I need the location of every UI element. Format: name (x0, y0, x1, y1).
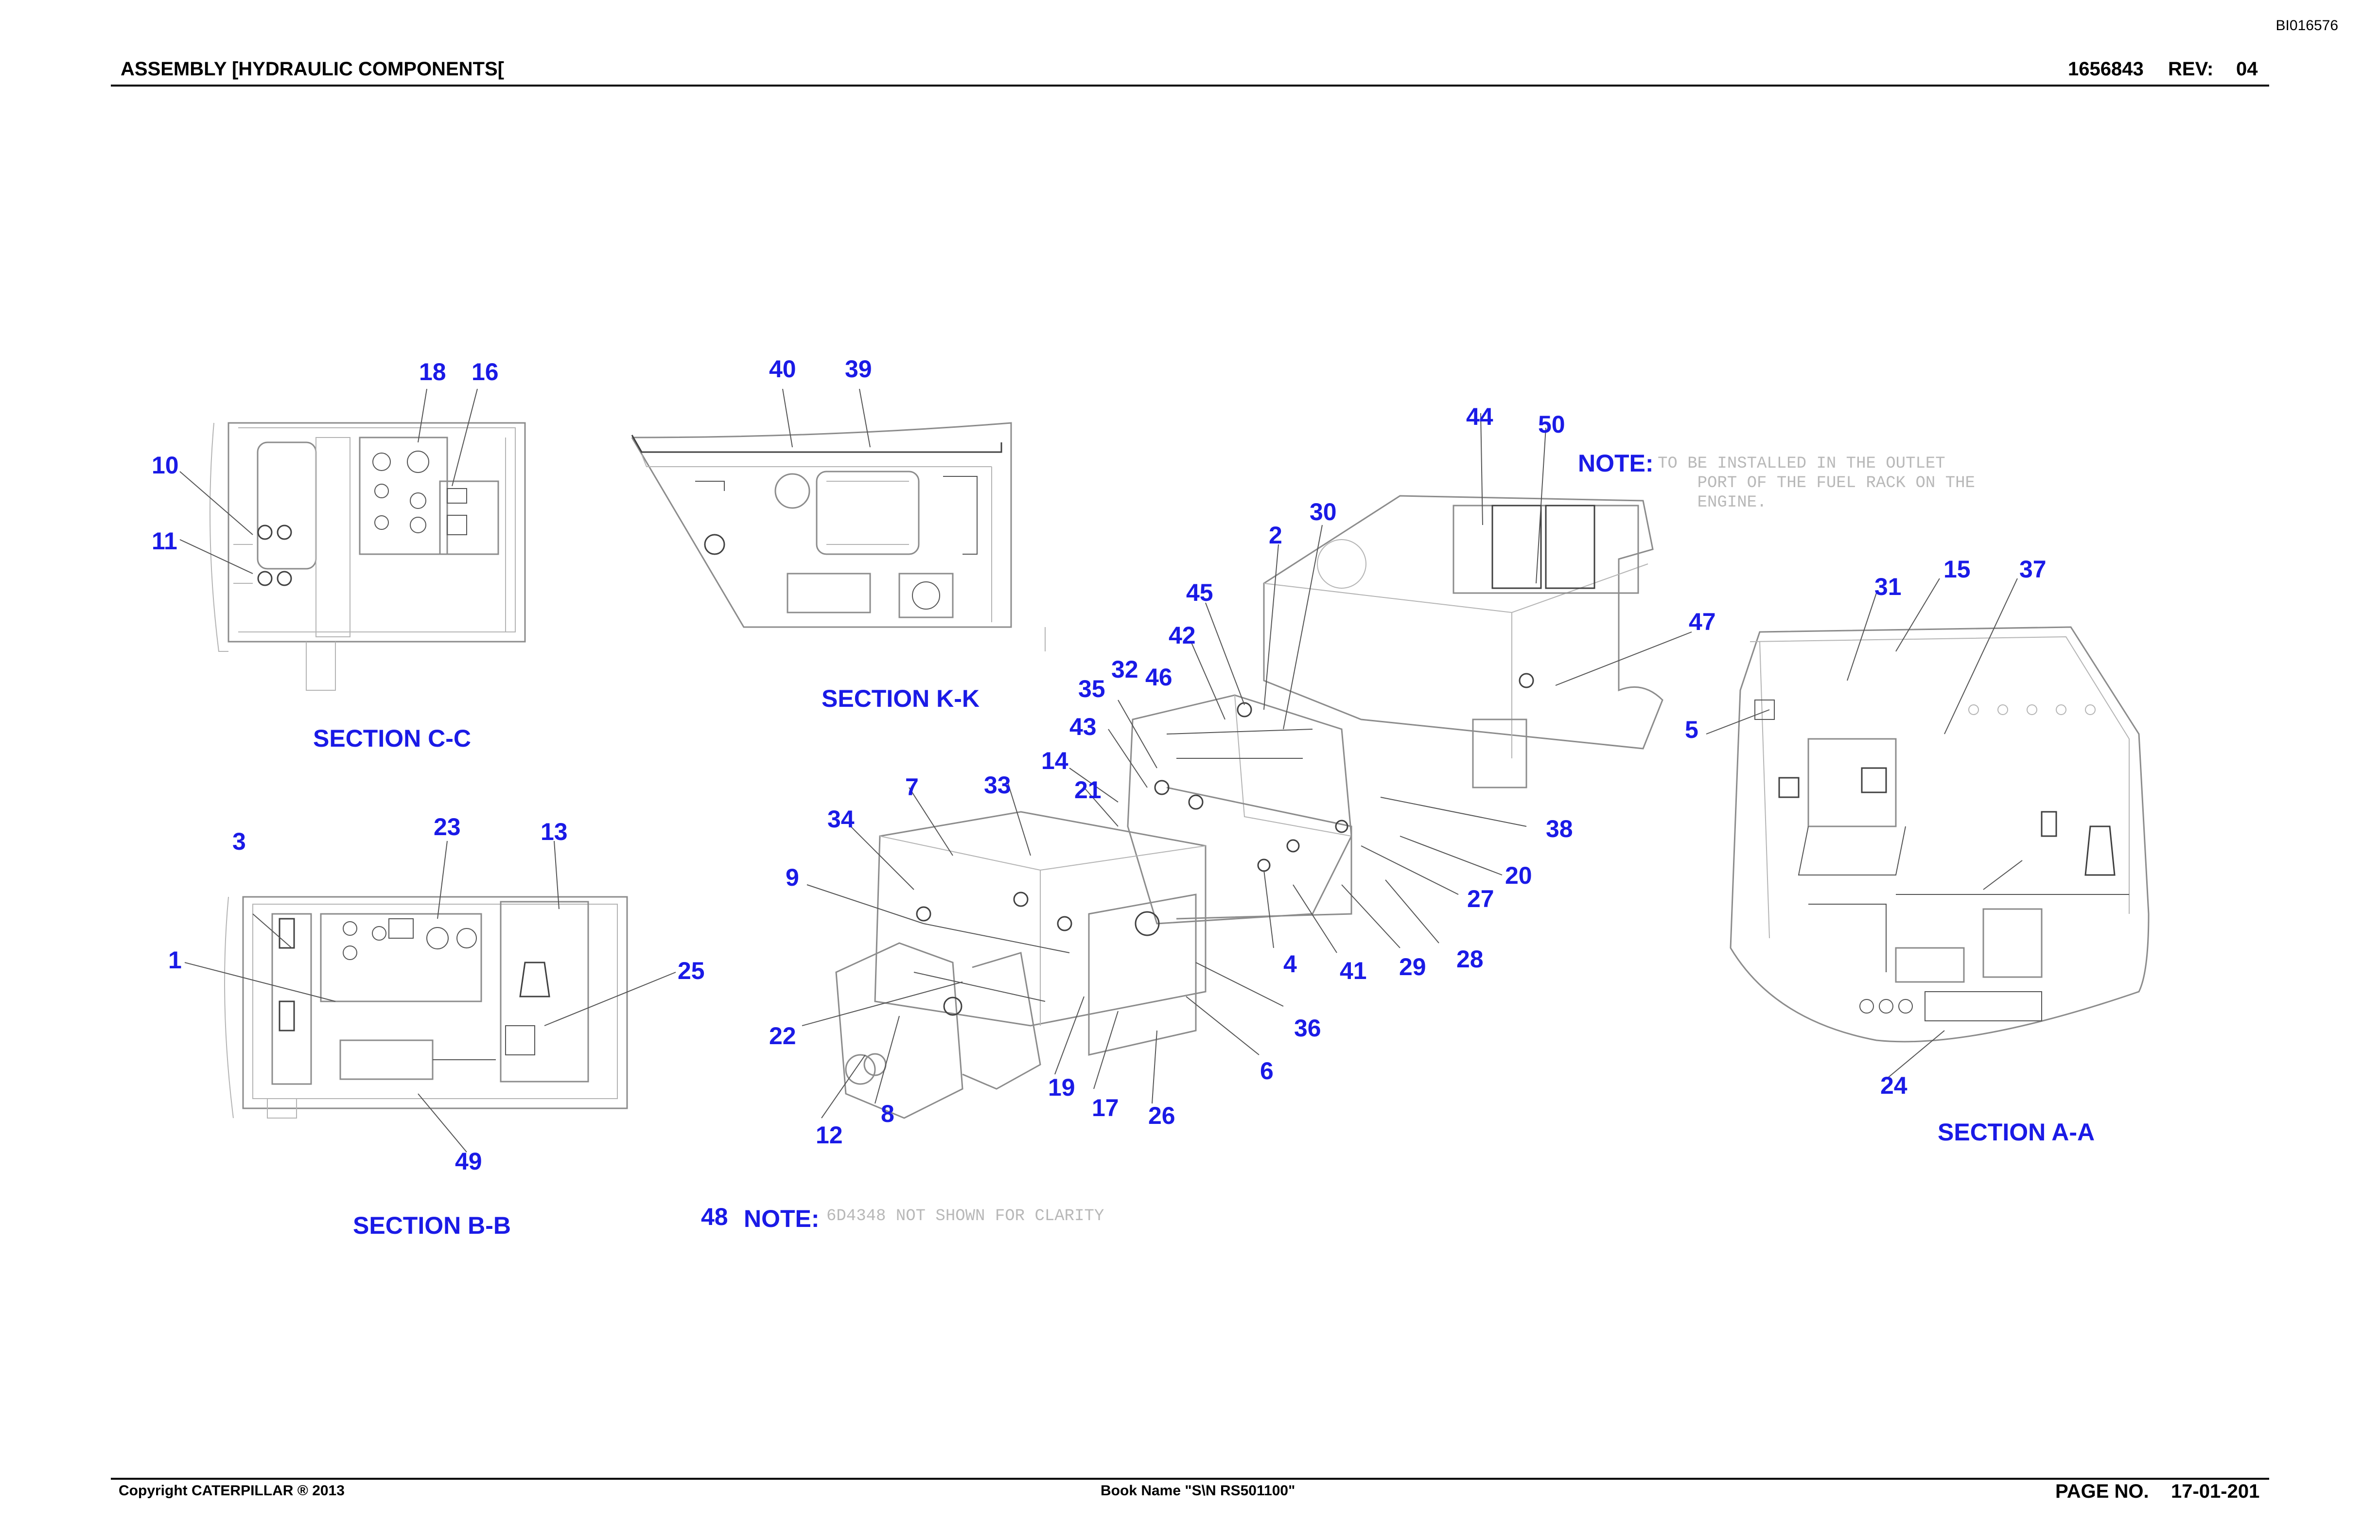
document-id: BI016576 (2275, 18, 2338, 34)
section-bb-label: SECTION B-B (353, 1212, 511, 1239)
note-bottom-text: 6D4348 NOT SHOWN FOR CLARITY (826, 1207, 1104, 1225)
note-top-label: NOTE: (1578, 450, 1654, 477)
callout-35: 35 (1078, 675, 1105, 702)
callout-48: 48 (701, 1203, 728, 1230)
rev-label: REV: (2168, 58, 2214, 80)
callout-13: 13 (541, 818, 568, 845)
callout-19: 19 (1048, 1074, 1075, 1101)
callout-43: 43 (1069, 713, 1097, 740)
callout-49: 49 (455, 1148, 482, 1175)
callout-20: 20 (1505, 862, 1532, 889)
page-title: ASSEMBLY [HYDRAULIC COMPONENTS[ (121, 58, 504, 80)
callout-11: 11 (152, 527, 177, 555)
callout-18: 18 (419, 358, 446, 385)
callout-8: 8 (881, 1100, 894, 1127)
callout-39: 39 (845, 355, 872, 383)
callout-34: 34 (827, 805, 855, 833)
callout-15: 15 (1943, 556, 1971, 583)
callout-28: 28 (1456, 945, 1484, 973)
callout-26: 26 (1148, 1102, 1175, 1129)
callout-32: 32 (1111, 656, 1138, 683)
callout-24: 24 (1880, 1072, 1908, 1099)
central-machine-view (835, 495, 1663, 1119)
callout-2: 2 (1269, 522, 1282, 549)
callout-29: 29 (1399, 953, 1426, 980)
callout-41: 41 (1340, 957, 1367, 984)
callout-9: 9 (786, 864, 799, 891)
callout-50: 50 (1538, 411, 1565, 438)
callout-21: 21 (1074, 776, 1102, 804)
note-top-text: TO BE INSTALLED IN THE OUTLET PORT OF TH… (1658, 455, 1975, 512)
leader-lines (179, 388, 2023, 1153)
callout-25: 25 (678, 957, 705, 984)
callout-23: 23 (434, 813, 461, 840)
section-bb-view (224, 896, 628, 1119)
callout-45: 45 (1186, 579, 1213, 606)
rev-value: 04 (2236, 58, 2258, 80)
callout-36: 36 (1294, 1015, 1321, 1042)
callout-38: 38 (1546, 815, 1573, 842)
callout-46: 46 (1145, 664, 1172, 691)
callout-3: 3 (232, 828, 246, 855)
section-kk-view (631, 422, 1046, 651)
footer-rule (111, 1478, 2269, 1480)
section-cc-view (210, 422, 526, 691)
section-aa-view (1730, 626, 2150, 1043)
section-aa-label: SECTION A-A (1938, 1119, 2095, 1146)
callout-7: 7 (905, 773, 919, 801)
book-name: Book Name "S\N RS501100" (1101, 1483, 1295, 1499)
callout-33: 33 (984, 771, 1011, 799)
callout-16: 16 (472, 358, 499, 385)
header-rule (111, 85, 2269, 87)
page-label: PAGE NO. (2055, 1481, 2149, 1502)
callout-47: 47 (1689, 608, 1716, 635)
note-bottom-label: NOTE: (744, 1205, 820, 1232)
callout-6: 6 (1260, 1057, 1274, 1085)
callout-17: 17 (1092, 1094, 1119, 1121)
section-cc-label: SECTION C-C (313, 725, 471, 752)
copyright-text: Copyright CATERPILLAR ® 2013 (119, 1483, 345, 1499)
callout-1: 1 (168, 946, 182, 974)
callout-14: 14 (1041, 747, 1068, 774)
page-number: 17-01-201 (2171, 1481, 2260, 1502)
callout-40: 40 (769, 355, 796, 383)
callout-42: 42 (1169, 622, 1196, 649)
callout-27: 27 (1467, 885, 1494, 912)
callout-22: 22 (769, 1022, 796, 1050)
callout-12: 12 (816, 1121, 843, 1149)
callout-31: 31 (1874, 573, 1902, 600)
section-kk-label: SECTION K-K (822, 685, 980, 712)
callout-30: 30 (1310, 498, 1337, 525)
callout-5: 5 (1685, 716, 1698, 743)
callout-37: 37 (2019, 556, 2047, 583)
callout-10: 10 (152, 452, 179, 479)
callout-44: 44 (1466, 403, 1493, 430)
callout-4: 4 (1283, 950, 1297, 978)
part-number: 1656843 (2068, 58, 2144, 80)
